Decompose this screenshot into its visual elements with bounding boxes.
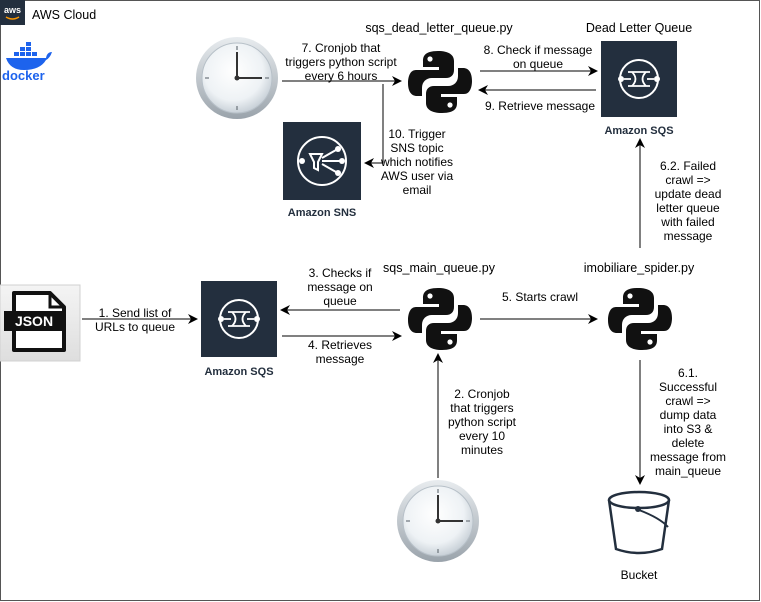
- docker-logo-icon: docker: [2, 42, 52, 83]
- step-2-line: every 10: [458, 429, 506, 443]
- json-label: JSON: [15, 313, 53, 329]
- step-1-label: 1. Send list of URLs to queue: [95, 306, 175, 334]
- sqs-dead-label: Amazon SQS: [604, 125, 674, 137]
- sqs-main-icon: [201, 281, 277, 357]
- spider-script-label: imobiliare_spider.py: [583, 261, 695, 275]
- step-6-1-line: Successful: [658, 380, 718, 394]
- step-8-line: on queue: [512, 57, 564, 71]
- dead-letter-queue-title: Dead Letter Queue: [585, 21, 693, 35]
- step-6-2-line: crawl =>: [665, 173, 711, 187]
- s3-bucket-icon: [607, 490, 671, 555]
- sns-icon: [283, 122, 361, 200]
- step-6-1-label: 6.1. Successful crawl => dump data into …: [650, 366, 726, 478]
- step-10-label: 10. Trigger SNS topic which notifies AWS…: [381, 127, 453, 197]
- arrow-step-10: [364, 84, 384, 168]
- step-2-line: 2. Cronjob: [454, 387, 510, 401]
- step-4-line: 4. Retrieves: [307, 338, 373, 352]
- step-1-line: URLs to queue: [94, 320, 176, 334]
- sns-label: Amazon SNS: [287, 207, 357, 219]
- step-2-line: minutes: [460, 443, 504, 457]
- bucket-label: Bucket: [620, 568, 658, 582]
- step-6-1-line: into S3 &: [663, 422, 713, 436]
- step-6-2-line: message: [663, 229, 713, 243]
- sqs-main-label: Amazon SQS: [204, 366, 274, 378]
- step-4-line: message: [315, 352, 365, 366]
- aws-logo-text: aws: [4, 5, 21, 15]
- step-8-line: 8. Check if message: [483, 43, 593, 57]
- step-6-1-line: 6.1.: [677, 366, 698, 380]
- step-6-2-line: letter queue: [656, 201, 720, 215]
- step-6-2-line: with failed: [661, 215, 715, 229]
- step-10-line: AWS user via: [380, 169, 454, 183]
- step-10-line: SNS topic: [390, 141, 444, 155]
- step-10-line: which notifies: [380, 155, 454, 169]
- step-10-line: 10. Trigger: [388, 127, 446, 141]
- docker-logo-text: docker: [2, 68, 45, 83]
- step-3-line: 3. Checks if: [308, 266, 372, 280]
- step-6-1-line: crawl =>: [665, 394, 711, 408]
- step-2-label: 2. Cronjob that triggers python script e…: [448, 387, 516, 457]
- step-5-label: 5. Starts crawl: [501, 290, 579, 304]
- python-dead-letter-icon: [408, 51, 472, 113]
- step-6-2-label: 6.2. Failed crawl => update dead letter …: [655, 159, 722, 243]
- step-6-1-line: delete: [671, 436, 705, 450]
- main-queue-script-label: sqs_main_queue.py: [383, 261, 495, 275]
- step-6-1-line: message from: [649, 450, 727, 464]
- dead-letter-script-label: sqs_dead_letter_queue.py: [365, 21, 513, 35]
- clock-6-hours-icon: [196, 37, 278, 119]
- step-1-line: 1. Send list of: [98, 306, 172, 320]
- step-7-label: 7. Cronjob that triggers python script e…: [285, 41, 396, 83]
- json-file-icon: JSON: [0, 284, 81, 362]
- step-2-line: python script: [447, 415, 517, 429]
- python-main-queue-icon: [408, 288, 472, 350]
- sqs-dead-letter-icon: [601, 41, 677, 117]
- step-6-1-line: main_queue: [654, 464, 722, 478]
- step-10-line: email: [402, 183, 432, 197]
- step-3-line: message on: [307, 280, 373, 294]
- python-spider-icon: [608, 288, 672, 350]
- step-7-line: every 6 hours: [304, 69, 378, 83]
- step-2-line: that triggers: [450, 401, 514, 415]
- step-7-line: 7. Cronjob that: [301, 41, 381, 55]
- step-3-label: 3. Checks if message on queue: [307, 266, 372, 308]
- aws-cloud-label: AWS Cloud: [32, 8, 97, 22]
- step-8-label: 8. Check if message on queue: [484, 43, 593, 71]
- step-6-1-line: dump data: [659, 408, 717, 422]
- step-9-label: 9. Retrieve message: [484, 99, 596, 113]
- step-6-2-line: 6.2. Failed: [659, 159, 717, 173]
- step-4-label: 4. Retrieves message: [308, 338, 372, 366]
- step-3-line: queue: [323, 294, 357, 308]
- step-7-line: triggers python script: [285, 55, 397, 69]
- step-6-2-line: update dead: [654, 187, 722, 201]
- clock-10-minutes-icon: [397, 480, 479, 562]
- aws-logo-icon: aws: [0, 0, 25, 25]
